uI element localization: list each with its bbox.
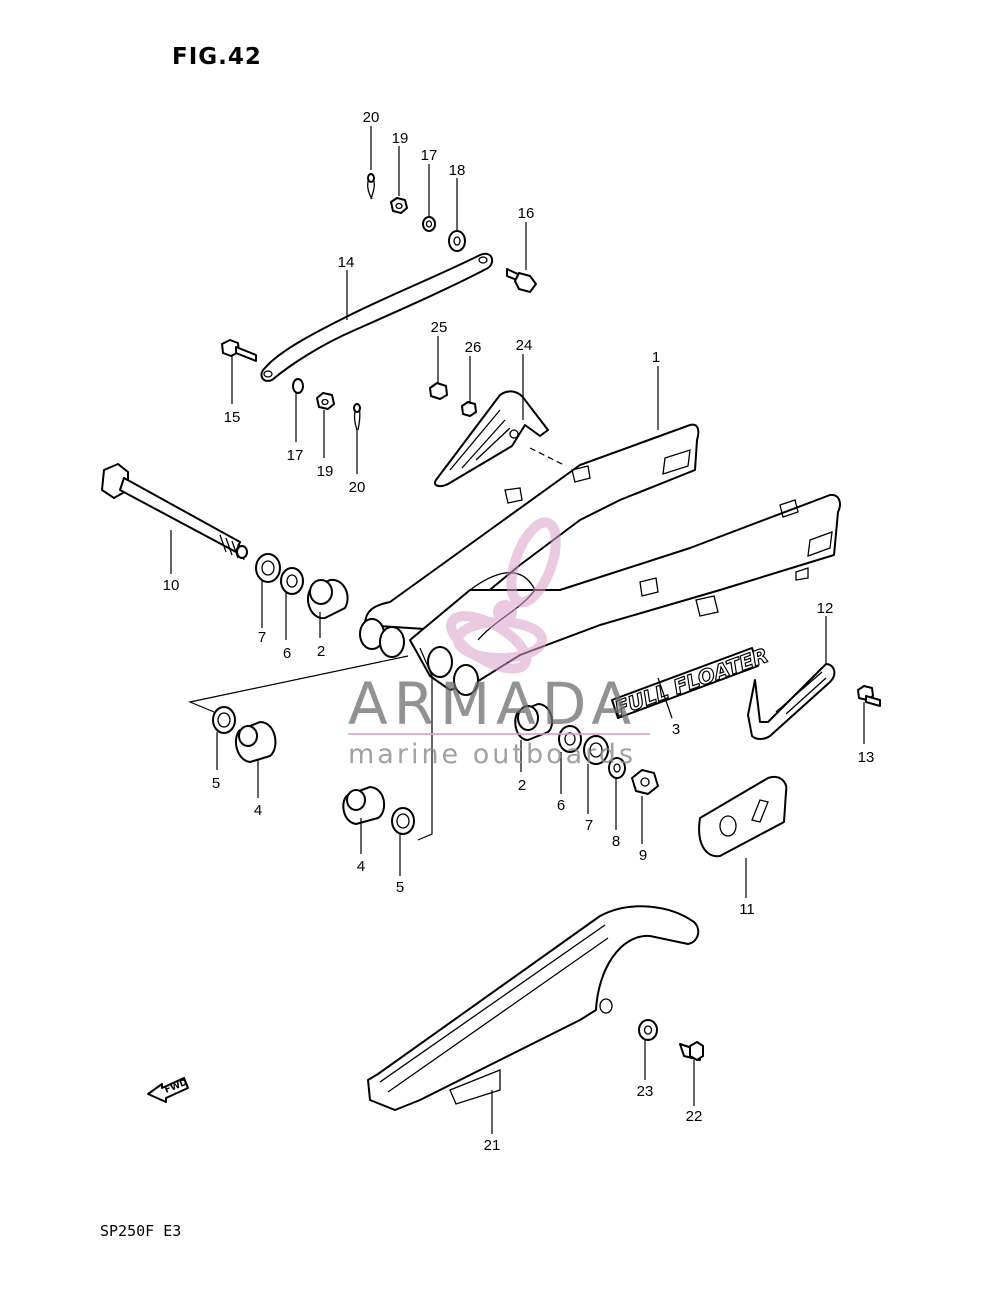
callout-9: 9 <box>639 847 647 864</box>
bearing-4a <box>234 721 277 763</box>
callout-17-bottom: 17 <box>287 447 304 464</box>
nut-9 <box>631 769 659 795</box>
figure-title: FIG.42 <box>172 44 262 70</box>
castle-nut-lower <box>316 392 335 410</box>
callout-4-left: 4 <box>254 802 262 819</box>
callout-21: 21 <box>484 1137 501 1154</box>
chain-adjuster-11 <box>698 776 788 858</box>
chain-case-21 <box>367 905 700 1111</box>
pivot-shaft-10 <box>101 463 248 561</box>
callout-16: 16 <box>518 205 535 222</box>
dust-seal-7a <box>255 553 281 583</box>
callout-12: 12 <box>817 600 834 617</box>
fwd-arrow-icon: FWD <box>147 1077 189 1103</box>
dust-seal-5b <box>391 807 415 835</box>
washer-6b <box>558 725 582 753</box>
washer-8 <box>608 757 626 779</box>
chain-buffer-12 <box>747 663 836 740</box>
callout-6-upper: 6 <box>283 645 291 662</box>
watermark: ARMADA marine outboards <box>348 517 650 770</box>
callout-7-lower: 7 <box>585 817 593 834</box>
swingarm-1 <box>359 423 841 696</box>
callout-4-lower: 4 <box>357 858 365 875</box>
callout-10: 10 <box>163 577 180 594</box>
washer-23 <box>638 1019 658 1041</box>
callout-15: 15 <box>224 409 241 426</box>
callout-26: 26 <box>465 339 482 356</box>
spring-washer-top <box>422 216 436 232</box>
callout-1: 1 <box>652 349 660 366</box>
bushing-2a <box>306 578 349 620</box>
watermark-name: ARMADA <box>348 670 637 738</box>
leader-lines <box>170 126 865 1134</box>
dust-seal-7b <box>583 735 609 765</box>
callout-2-upper: 2 <box>317 643 325 660</box>
callout-20-bottom: 20 <box>349 479 366 496</box>
bolt-16 <box>506 268 537 293</box>
watermark-tagline: marine outboards <box>348 739 636 770</box>
flat-washer-top <box>448 230 466 252</box>
bolt-15 <box>221 339 257 362</box>
callout-22: 22 <box>686 1108 703 1125</box>
model-code: SP250F E3 <box>100 1222 182 1240</box>
callout-19-top: 19 <box>392 130 409 147</box>
cotter-pin-lower <box>353 403 361 431</box>
callout-25: 25 <box>431 319 448 336</box>
washer-6a <box>280 567 304 595</box>
callout-5-left: 5 <box>212 775 220 792</box>
callout-11: 11 <box>739 901 755 918</box>
dust-seal-5a <box>212 706 236 734</box>
link-rod-14 <box>260 252 494 382</box>
screw-13 <box>857 685 881 707</box>
callout-6-lower: 6 <box>557 797 565 814</box>
callout-7-upper: 7 <box>258 629 266 646</box>
cotter-pin-top <box>367 173 375 200</box>
callout-14: 14 <box>338 254 355 271</box>
callout-5-lower: 5 <box>396 879 404 896</box>
bearing-4b <box>342 786 386 825</box>
spring-washer-lower <box>292 378 304 394</box>
chain-guide-bracket-24 <box>434 390 549 488</box>
bolt-22 <box>679 1041 704 1061</box>
callout-18: 18 <box>449 162 466 179</box>
callout-23: 23 <box>637 1083 654 1100</box>
callout-8: 8 <box>612 833 620 850</box>
bushing-2b <box>514 703 554 741</box>
bolt-25 <box>429 382 448 400</box>
callout-labels: 20 19 17 18 16 14 15 17 19 20 25 26 24 1… <box>163 109 875 1154</box>
castle-nut-top <box>390 197 408 214</box>
callout-19-bottom: 19 <box>317 463 334 480</box>
nut-26 <box>461 401 477 417</box>
callout-24: 24 <box>516 337 533 354</box>
propeller-logo-icon <box>446 517 561 674</box>
callout-13: 13 <box>858 749 875 766</box>
callout-3: 3 <box>672 721 680 738</box>
callout-2-lower: 2 <box>518 777 526 794</box>
callout-20-top: 20 <box>363 109 380 126</box>
callout-17-top: 17 <box>421 147 438 164</box>
